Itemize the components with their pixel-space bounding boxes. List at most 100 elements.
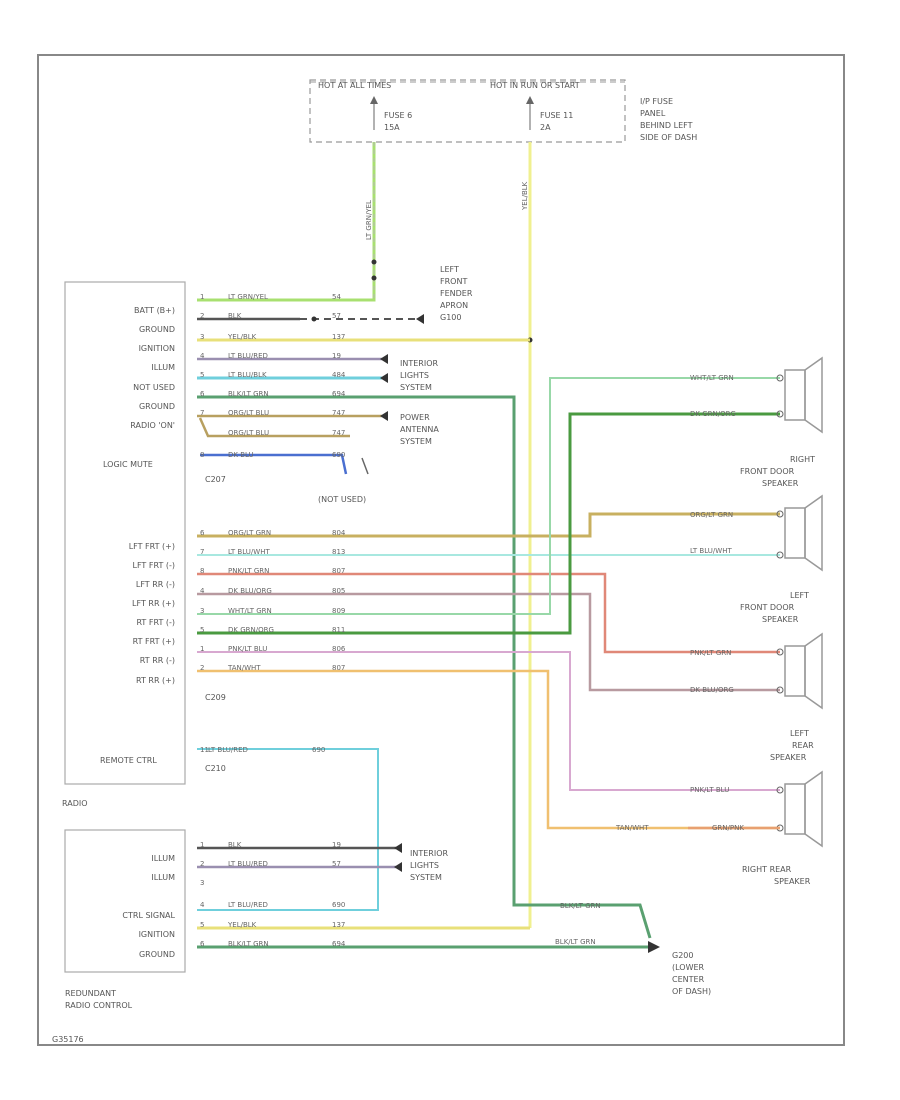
radio-pin-0: BATT (B+) (134, 306, 175, 315)
wire-batt (197, 298, 376, 302)
radio-pin-6: RADIO 'ON' (130, 421, 175, 430)
top-wire-pin-1: 2 (200, 312, 204, 320)
g200-ground-icon (648, 941, 660, 953)
red-interior-3: SYSTEM (410, 873, 442, 882)
spk-wire-color-5: DK GRN/ORG (228, 626, 274, 634)
right-front-speaker (776, 356, 823, 434)
speaker-pin-3: LFT RR (+) (132, 599, 175, 608)
diagram-frame (37, 54, 845, 1046)
g100-label-4: APRON (440, 301, 468, 310)
top-wire-circuit-3: 19 (332, 352, 341, 360)
radio-pin-5: GROUND (139, 402, 175, 411)
fuse6-arrow-icon (370, 96, 378, 104)
top-wire-pin-3: 4 (200, 352, 205, 360)
red-wire-circuit-5: 694 (332, 940, 346, 948)
top-wire-pin-8: 8 (200, 451, 204, 459)
spk-wire-pin-0: 6 (200, 529, 205, 537)
top-wire-circuit-4: 484 (332, 371, 346, 379)
top-wire-circuit-2: 137 (332, 333, 345, 341)
lf-top-wire: ORG/LT GRN (690, 511, 733, 519)
red-interior-2: LIGHTS (410, 861, 439, 870)
radio-pin-2: IGNITION (139, 344, 175, 353)
spk-wire-color-0: ORG/LT GRN (228, 529, 271, 537)
top-wire-circuit-8: 690 (332, 451, 345, 459)
red-interior-1: INTERIOR (410, 849, 449, 858)
top-wire-color-0: LT GRN/YEL (228, 293, 268, 301)
top-wire-color-3: LT BLU/RED (228, 352, 268, 360)
top-wire-color-1: BLK (228, 312, 242, 320)
red-wire-circuit-1: 57 (332, 860, 341, 868)
rr-label-1: RIGHT REAR (742, 865, 792, 874)
lf-label-3: SPEAKER (762, 615, 799, 624)
top-wire-circuit-5: 694 (332, 390, 346, 398)
wire-rf-pos (197, 412, 780, 635)
red-wire-pin-5: 6 (200, 940, 205, 948)
wire-lr-neg (197, 572, 780, 654)
hot-all-times-label: HOT AT ALL TIMES (318, 81, 391, 90)
radio-on-arrow-icon (380, 411, 388, 421)
wire-lf-pos (197, 512, 780, 538)
speaker-pin-7: RT RR (+) (136, 676, 175, 685)
ground-wire-label-2: BLK/LT GRN (555, 938, 596, 946)
spk-wire-color-6: PNK/LT BLU (228, 645, 267, 653)
wire-rf-neg (197, 377, 780, 615)
left-rear-speaker (776, 632, 823, 710)
redundant-pin-4: IGNITION (139, 930, 175, 939)
left-front-speaker (776, 494, 823, 572)
top-wire-circuit-1: 57 (332, 312, 341, 320)
remote-wire-color: LT BLU/RED (208, 746, 248, 754)
radio-pin-1: GROUND (139, 325, 175, 334)
red-wire-pin-1: 2 (200, 860, 204, 868)
rf-label-3: SPEAKER (762, 479, 799, 488)
rr-bot-wire: GRN/PNK (712, 824, 744, 832)
illum-arrow-icon (380, 354, 388, 364)
rr-label-2: SPEAKER (774, 877, 811, 886)
top-wire-circuit-6: 747 (332, 409, 345, 417)
g100-label-3: FENDER (440, 289, 473, 298)
ground-wire-label-1: BLK/LT GRN (560, 902, 601, 910)
illum2-arrow-icon (380, 373, 388, 383)
top-wire-pin-5: 6 (200, 390, 205, 398)
fuse11-name: FUSE 11 (540, 111, 573, 120)
red-illum2-arrow-icon (394, 862, 402, 872)
fuse-location-2: PANEL (640, 109, 666, 118)
top-wire-pin-4: 5 (200, 371, 204, 379)
radio-logic-mute: LOGIC MUTE (103, 460, 153, 469)
top-wire-color-8: DK BLU (228, 451, 254, 459)
interior-lights-2: LIGHTS (400, 371, 429, 380)
red-wire-circuit-0: 19 (332, 841, 341, 849)
rf-bot-wire: DK GRN/ORG (690, 410, 736, 418)
lf-label-1: LEFT (790, 591, 809, 600)
fuse-location-4: SIDE OF DASH (640, 133, 697, 142)
spk-wire-pin-3: 4 (200, 587, 205, 595)
redundant-control-box (64, 829, 186, 973)
top-wire-color-2: YEL/BLK (227, 333, 257, 341)
fuse-location-3: BEHIND LEFT (640, 121, 693, 130)
spk-wire-pin-1: 7 (200, 548, 204, 556)
g200-label-3: CENTER (672, 975, 705, 984)
g100-label-1: LEFT (440, 265, 459, 274)
fuse6-name: FUSE 6 (384, 111, 412, 120)
connector-c209: C209 (205, 693, 226, 702)
redundant-pin-0: ILLUM (151, 854, 175, 863)
red-wire-color-4: YEL/BLK (227, 921, 257, 929)
hot-run-label: HOT IN RUN OR START (490, 81, 580, 90)
top-wire-circuit-0: 54 (332, 293, 341, 301)
remote-wire-circuit: 690 (312, 746, 325, 754)
spk-wire-pin-4: 3 (200, 607, 204, 615)
red-wire-color-0: BLK (228, 841, 242, 849)
footer-code: G35176 (52, 1035, 84, 1044)
radio-remote-ctrl: REMOTE CTRL (100, 756, 157, 765)
radio-box (64, 281, 186, 785)
redundant-pin-5: GROUND (139, 950, 175, 959)
spk-wire-circuit-2: 807 (332, 567, 345, 575)
top-wire-pin-2: 3 (200, 333, 204, 341)
speaker-pin-4: RT FRT (-) (136, 618, 175, 627)
fuse11-wire-label: YEL/BLK (521, 181, 529, 211)
fuse6-wire-label: LT GRN/YEL (365, 200, 373, 240)
fuse11-arrow-icon (526, 96, 534, 104)
interior-lights-1: INTERIOR (400, 359, 439, 368)
